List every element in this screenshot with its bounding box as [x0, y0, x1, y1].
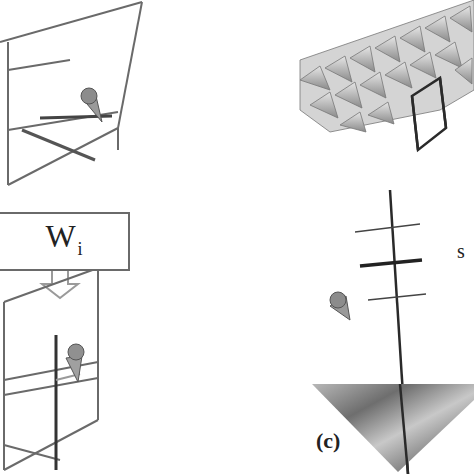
droplet-bottom [66, 344, 84, 382]
cut-label: s [457, 240, 465, 263]
variable-name: W [45, 218, 75, 255]
prism-top [0, 2, 142, 185]
scale-axis-front [400, 384, 408, 474]
panel-letter: (c) [316, 428, 340, 454]
droplet-right [330, 292, 350, 320]
label-box: Wi [0, 212, 130, 271]
textured-triangle [312, 384, 474, 472]
tick [355, 224, 420, 232]
droplet-top [81, 88, 102, 122]
vertical-ray [55, 335, 58, 470]
prism-bottom [4, 268, 98, 470]
terrain-mesh [300, 0, 474, 132]
tick-main [360, 260, 422, 266]
prism-marker [412, 78, 446, 150]
tick [368, 294, 426, 300]
subscript: i [78, 239, 83, 260]
